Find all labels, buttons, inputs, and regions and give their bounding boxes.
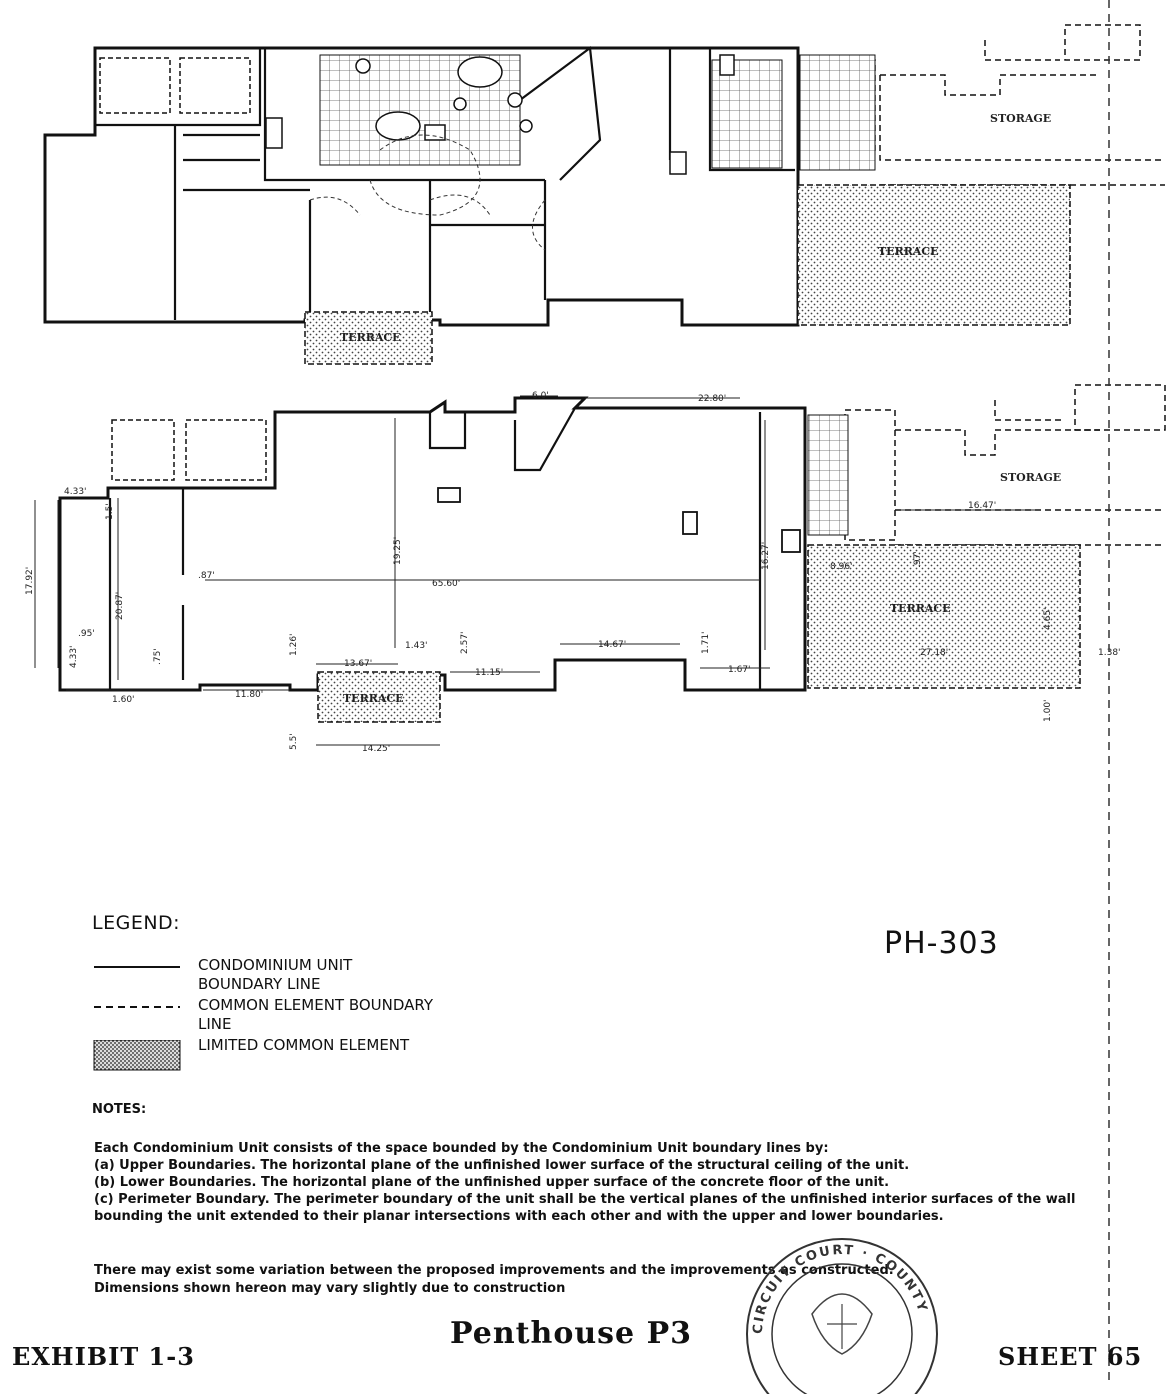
lower-interior-walls	[108, 407, 762, 690]
upper-stair-tile	[799, 54, 876, 171]
lower-floor-plan: STORAGE TERRACE TERRACE 6.0' 22.80' 4.33…	[25, 384, 1166, 754]
notes-perimeter-boundary: (c) Perimeter Boundary. The perimeter bo…	[94, 1192, 1076, 1224]
dim-4-33-top: 4.33'	[64, 487, 87, 497]
margin-dashed-line	[1108, 0, 1110, 1383]
dim-16-27: 16.27'	[761, 542, 771, 570]
dim-22-80: 22.80'	[698, 394, 726, 404]
lower-unit-boundary	[58, 396, 807, 692]
notes-body: Each Condominium Unit consists of the sp…	[94, 1140, 1114, 1225]
dim-1-5: 1.5'	[105, 503, 115, 520]
dim-17-92: 17.92'	[25, 567, 35, 595]
upper-terrace-front	[304, 311, 433, 365]
lower-storage-label: STORAGE	[1000, 471, 1061, 484]
dim-1-26: 1.26'	[289, 633, 299, 656]
upper-interior-walls	[95, 45, 795, 320]
dim-11-15: 11.15'	[475, 668, 503, 678]
dim-11-80: 11.80'	[235, 690, 263, 700]
dotted-fill-swatch	[93, 1040, 181, 1071]
legend-item-unit-boundary: CONDOMINIUM UNIT BOUNDARY LINE	[92, 956, 422, 1000]
dim-4-65: 4.65'	[1043, 607, 1053, 630]
legend-item-limited-common: LIMITED COMMON ELEMENT	[92, 1036, 422, 1080]
lower-closets	[111, 419, 267, 481]
legend-title: LEGEND:	[92, 912, 181, 934]
upper-terrace-front-label: TERRACE	[340, 331, 401, 344]
notes-lower-boundaries: (b) Lower Boundaries. The horizontal pla…	[94, 1175, 890, 1190]
lower-columns	[437, 487, 801, 553]
upper-kitchen-tile	[711, 59, 783, 169]
floor-plan-drawing: STORAGE TERRACE TERRACE	[25, 24, 1166, 754]
legend-text-unit-boundary: CONDOMINIUM UNIT BOUNDARY LINE	[198, 956, 353, 993]
dim-6-0: 6.0'	[532, 391, 549, 401]
dim-16-47: 16.47'	[968, 501, 996, 511]
exhibit-label: EXHIBIT 1-3	[12, 1342, 195, 1371]
solid-line-swatch	[94, 966, 180, 968]
dim-14-25: 14.25'	[362, 744, 390, 754]
dim-87: .87'	[198, 571, 215, 581]
dim-5-5: 5.5'	[289, 733, 299, 750]
court-seal-stamp: CIRCUIT COURT · COUNTY	[746, 1238, 938, 1394]
plan-title: Penthouse P3	[450, 1316, 692, 1351]
notes-heading: NOTES:	[92, 1102, 147, 1117]
sheet-number: SHEET 65	[998, 1342, 1143, 1371]
dashed-line-swatch	[94, 1006, 180, 1008]
variation-note-2: Dimensions shown hereon may vary slightl…	[94, 1281, 566, 1296]
lower-terrace-front	[317, 671, 441, 723]
notes-intro: Each Condominium Unit consists of the sp…	[94, 1141, 829, 1156]
dim-2-57: 2.57'	[460, 631, 470, 654]
legend-item-common-boundary: COMMON ELEMENT BOUNDARY LINE	[92, 996, 433, 1040]
upper-common-area	[839, 24, 1165, 186]
upper-floor-plan: STORAGE TERRACE TERRACE	[43, 24, 1165, 365]
upper-closets	[99, 57, 251, 114]
dim-20-87: 20.87'	[115, 592, 125, 620]
variation-note-1: There may exist some variation between t…	[94, 1263, 894, 1278]
dim-1-43: 1.43'	[405, 641, 428, 651]
upper-terrace-right-label: TERRACE	[878, 245, 939, 258]
dim-75: .75'	[153, 648, 163, 665]
dim-13-67: 13.67'	[344, 659, 372, 669]
unit-number: PH-303	[884, 926, 999, 961]
dim-1-60: 1.60'	[112, 695, 135, 705]
dim-4-33-low: 4.33'	[69, 645, 79, 668]
variation-notes: There may exist some variation between t…	[94, 1262, 1054, 1298]
dim-1-38: 1.38'	[1098, 648, 1121, 658]
upper-unit-boundary	[43, 46, 800, 327]
lower-stair-tile	[807, 414, 849, 536]
notes-upper-boundaries: (a) Upper Boundaries. The horizontal pla…	[94, 1158, 910, 1173]
lower-terrace-right	[807, 544, 1081, 689]
legend-text-common-boundary: COMMON ELEMENT BOUNDARY LINE	[198, 996, 434, 1033]
dim-97: .97'	[913, 551, 923, 568]
lower-terrace-front-label: TERRACE	[343, 692, 404, 705]
dim-95: .95'	[78, 629, 95, 639]
dim-19-25: 19.25'	[393, 537, 403, 565]
dim-1-00: 1.00'	[1043, 699, 1053, 722]
legend-text-limited-common: LIMITED COMMON ELEMENT	[198, 1036, 410, 1054]
dim-14-67: 14.67'	[598, 640, 626, 650]
lower-dimension-labels: 6.0' 22.80' 4.33' 1.5' 17.92' 20.87' .87…	[25, 391, 1121, 754]
dim-27-18: 27.18'	[920, 648, 948, 658]
svg-text:CIRCUIT COURT · COUNTY: CIRCUIT COURT · COUNTY	[751, 1243, 930, 1335]
lower-terrace-right-label: TERRACE	[890, 602, 951, 615]
dim-65-60: 65.60'	[432, 579, 460, 589]
dim-1-67: 1.67'	[728, 665, 751, 675]
upper-terrace-right	[797, 184, 1071, 326]
upper-storage-label: STORAGE	[990, 112, 1051, 125]
lower-common-area	[844, 384, 1166, 546]
upper-fixtures	[265, 54, 735, 175]
dim-8-96: 8.96'	[830, 562, 853, 572]
upper-door-swings	[309, 134, 546, 251]
dim-1-71: 1.71'	[701, 631, 711, 654]
